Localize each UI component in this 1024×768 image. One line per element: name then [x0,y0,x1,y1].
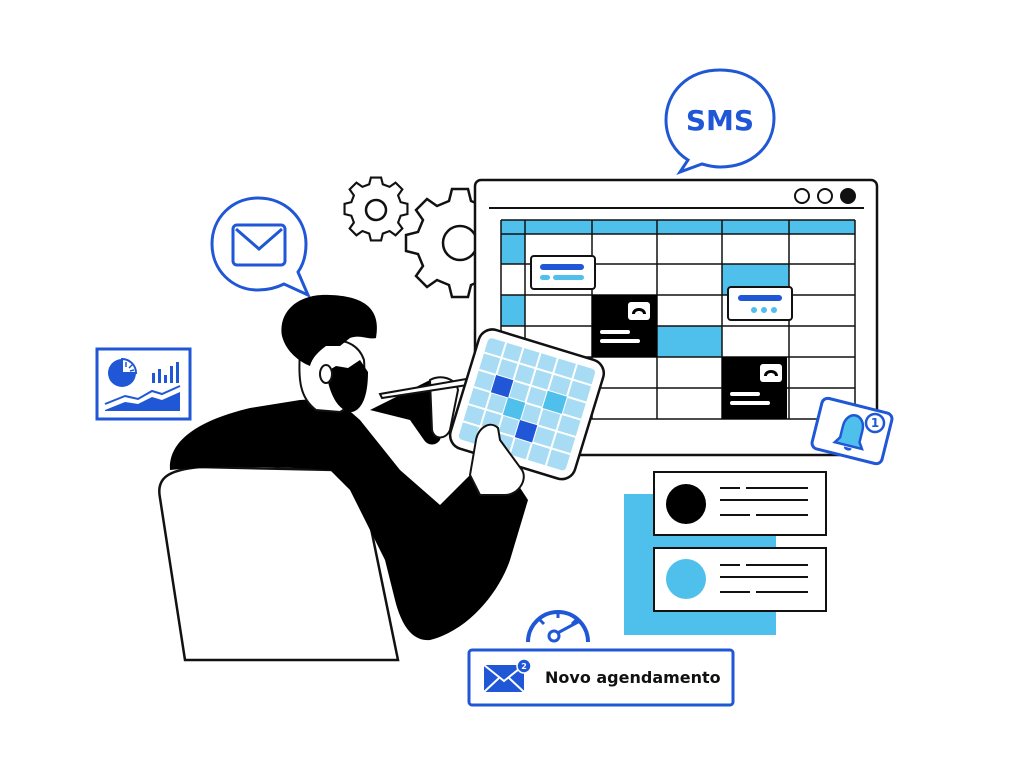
bell-notification[interactable]: 1 [808,396,894,470]
calendar-hour-cell [501,295,525,326]
gear-icon [343,176,409,242]
person [169,294,528,641]
envelope-icon: 2 [483,658,532,693]
new-appointment-notification[interactable]: 2 Novo agendamento [467,648,735,707]
mail-badge: 2 [521,662,527,671]
area-chart-icon [104,385,181,411]
gauge-icon [526,610,590,643]
bar-chart-icon [152,362,179,383]
email-bubble [210,196,311,298]
contact-card[interactable] [653,471,827,536]
calendar-header-row [501,220,855,234]
appointment-card[interactable] [530,255,596,290]
window-control-2[interactable] [817,188,833,204]
report-card [95,347,192,421]
call-cell[interactable] [592,295,657,357]
bell-badge: 1 [871,416,879,430]
window-control-1[interactable] [794,188,810,204]
sms-bubble: SMS [664,68,776,175]
hand [468,423,525,496]
contact-card[interactable] [653,547,827,612]
avatar [666,559,706,599]
avatar [666,484,706,524]
window-control-3[interactable] [840,188,856,204]
appointment-card[interactable] [727,286,793,321]
pie-chart-icon [108,357,138,387]
notification-text: Novo agendamento [545,668,721,687]
bell-icon [832,414,865,451]
phone-icon [632,308,646,314]
sms-label: SMS [686,104,754,137]
calendar-busy-cell [657,326,722,357]
phone-icon [764,370,778,376]
calendar-hour-cell [501,234,525,264]
call-cell[interactable] [722,357,787,419]
envelope-icon [231,223,287,267]
